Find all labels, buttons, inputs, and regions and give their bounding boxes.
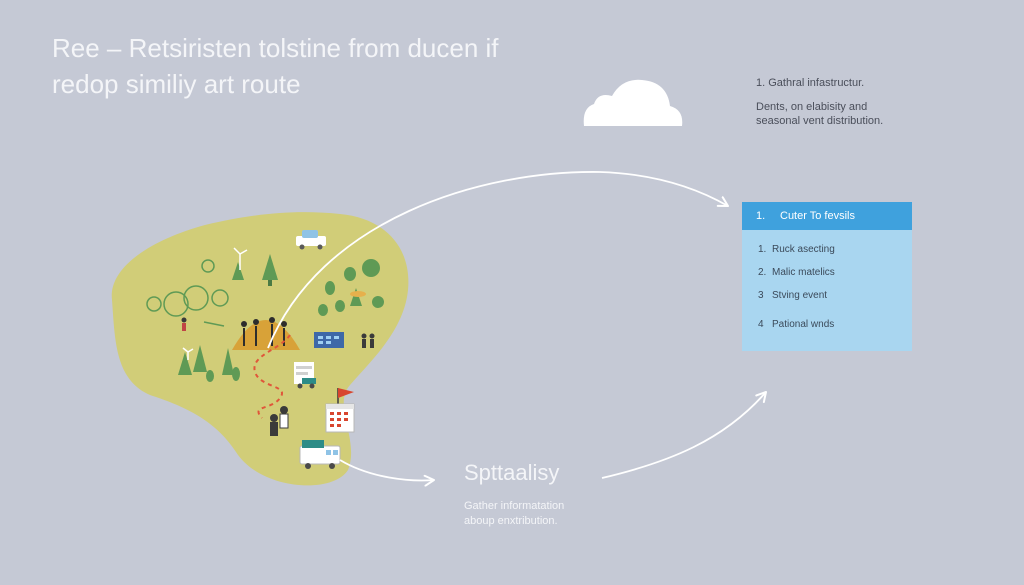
cloud-icon [583,79,683,126]
route-path [253,334,291,419]
bottom-label: Spttaalisy [464,460,560,485]
title-line-1: Ree – Retsiristen tolstine from ducen if [52,33,499,63]
panel-header-label: Cuter To fevsils [780,210,855,222]
note-line-2: Dents, on elabisity and [756,101,868,113]
panel-header-number: 1. [756,210,766,222]
route-arrow [203,321,225,327]
truck-icon [294,362,316,389]
title-line-2: redop similiy art route [52,69,301,99]
steps-panel: 1. Cuter To fevsils 1.Ruck asecting 2.Mal… [742,202,912,351]
flag-icon [337,388,354,406]
bottom-desc-line-2: aboup enxtribution. [464,515,558,527]
bus-icon [299,440,341,469]
bottom-description: Gather informatation aboup enxtribution. [464,499,624,529]
calendar-icon [325,403,355,433]
arrow-to-panel [267,171,729,349]
bottom-desc-line-1: Gather informatation [464,500,565,512]
notes-block: 1. Gathral infastructur. Dents, on elabi… [756,76,976,128]
windmill-icon [182,247,248,360]
note-line-1: 1. Gathral infastructur. [756,77,865,89]
arrow-to-label [339,459,435,487]
billboard-icon [314,332,344,348]
tree-icon [178,254,384,382]
tree-outline-icon [146,259,229,317]
car-icon [296,230,326,250]
boat-icon [350,291,366,297]
panel-header: 1. Cuter To fevsils [742,202,912,230]
person-icon [181,317,375,436]
page-title: Ree – Retsiristen tolstine from ducen if… [52,30,652,102]
arrow-from-label [601,391,767,479]
list-item: 1.Ruck asecting [758,244,835,255]
list-item: 2.Malic matelics [758,267,835,278]
note-line-3: seasonal vent distribution. [756,115,884,127]
